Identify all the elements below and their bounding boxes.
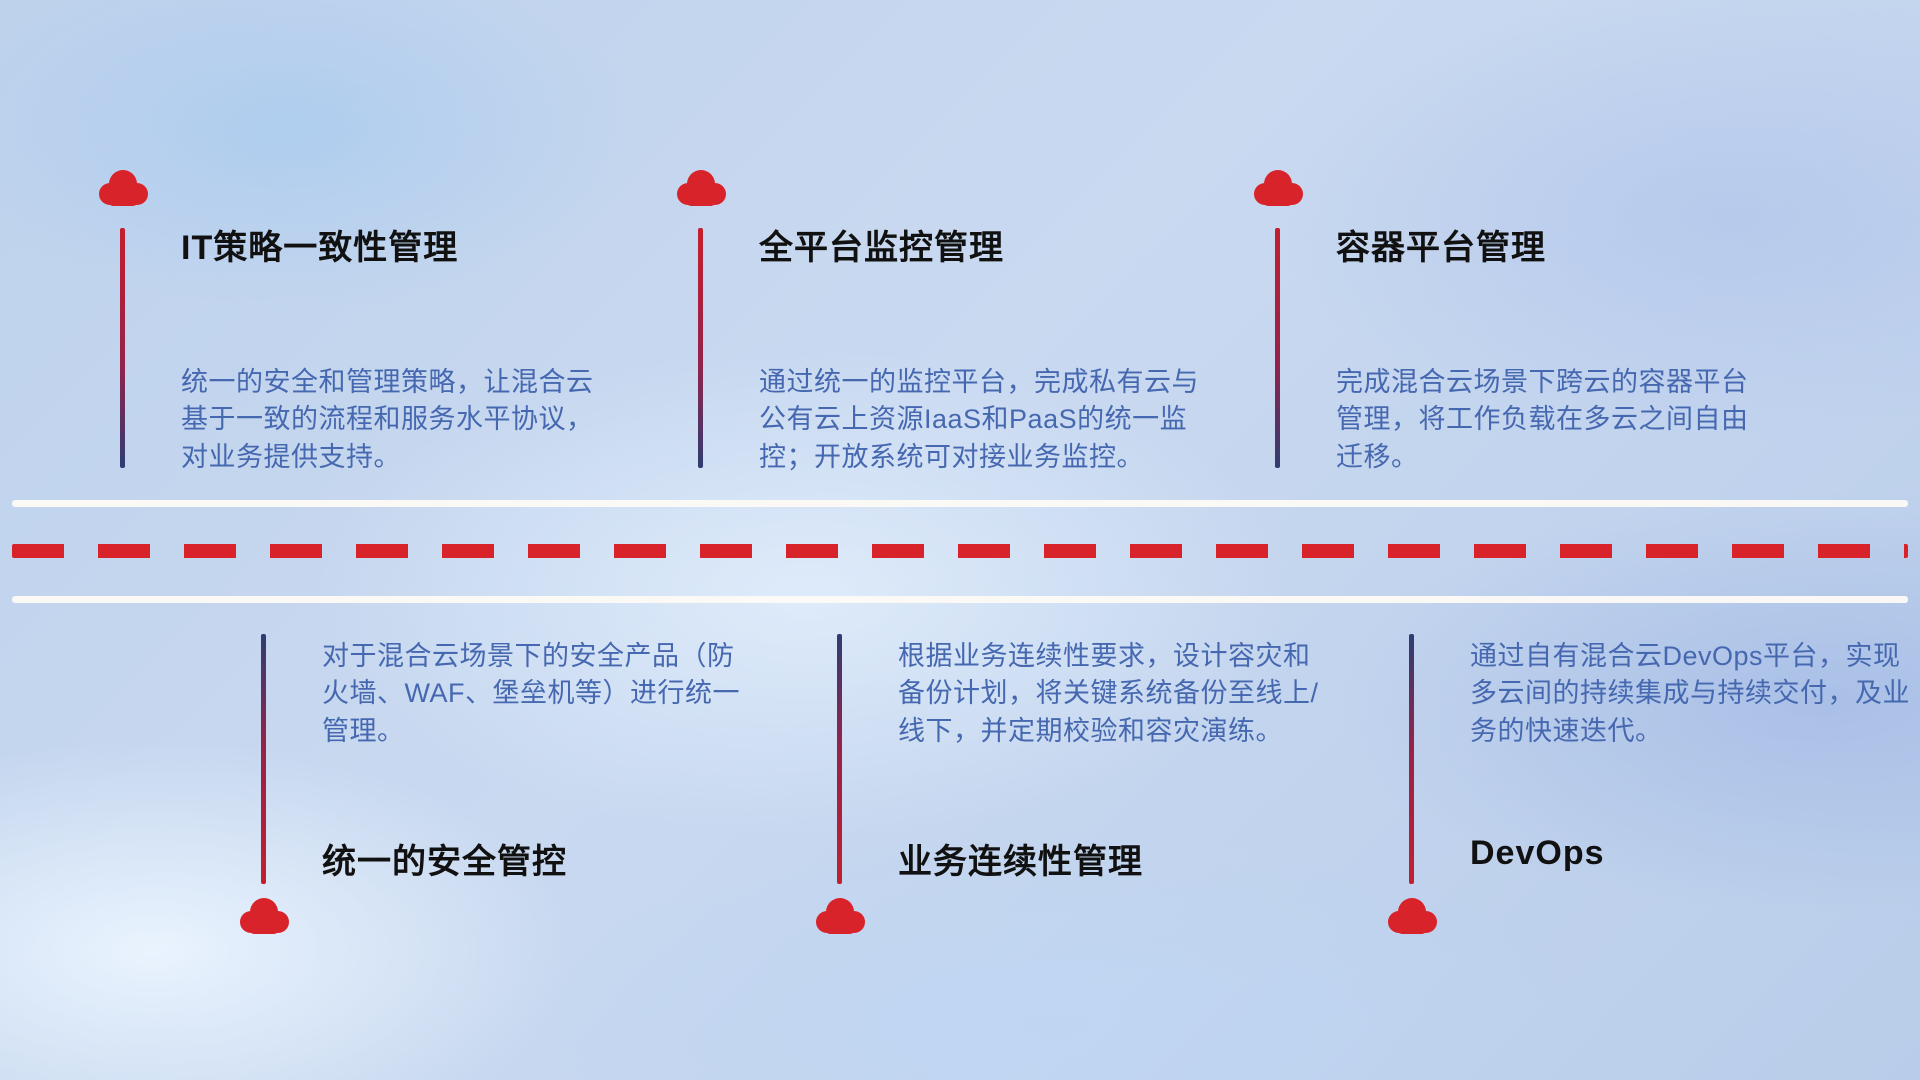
timeline-pole — [1409, 634, 1414, 884]
road-top-line — [12, 500, 1908, 507]
item-description: 根据业务连续性要求，设计容灾和备份计划，将关键系统备份至线上/线下，并定期校验和… — [898, 641, 1319, 746]
timeline-pole — [1275, 228, 1280, 468]
item-title: 全平台监控管理 — [759, 229, 1004, 267]
cloud-icon — [99, 170, 148, 206]
road-dashed-centerline — [12, 544, 1908, 558]
timeline-pole — [698, 228, 703, 468]
cloud-icon — [1388, 898, 1437, 934]
item-description: 通过统一的监控平台，完成私有云与公有云上资源IaaS和PaaS的统一监控；开放系… — [759, 367, 1199, 472]
timeline-pole — [120, 228, 125, 468]
timeline-pole — [261, 634, 266, 884]
item-title: IT策略一致性管理 — [181, 229, 459, 267]
road-bottom-line — [12, 596, 1908, 603]
cloud-icon — [677, 170, 726, 206]
timeline-pole — [837, 634, 842, 884]
item-description: 完成混合云场景下跨云的容器平台管理，将工作负载在多云之间自由迁移。 — [1336, 367, 1749, 472]
item-title: 业务连续性管理 — [898, 843, 1143, 881]
cloud-icon — [1254, 170, 1303, 206]
item-description: 统一的安全和管理策略，让混合云基于一致的流程和服务水平协议，对业务提供支持。 — [181, 367, 594, 472]
item-title: 容器平台管理 — [1336, 229, 1546, 267]
cloud-icon — [816, 898, 865, 934]
item-title: 统一的安全管控 — [322, 843, 567, 881]
item-description: 对于混合云场景下的安全产品（防火墙、WAF、堡垒机等）进行统一管理。 — [322, 641, 740, 746]
item-title: DevOps — [1470, 834, 1605, 872]
cloud-icon — [240, 898, 289, 934]
item-description: 通过自有混合云DevOps平台，实现多云间的持续集成与持续交付，及业务的快速迭代… — [1470, 641, 1910, 746]
